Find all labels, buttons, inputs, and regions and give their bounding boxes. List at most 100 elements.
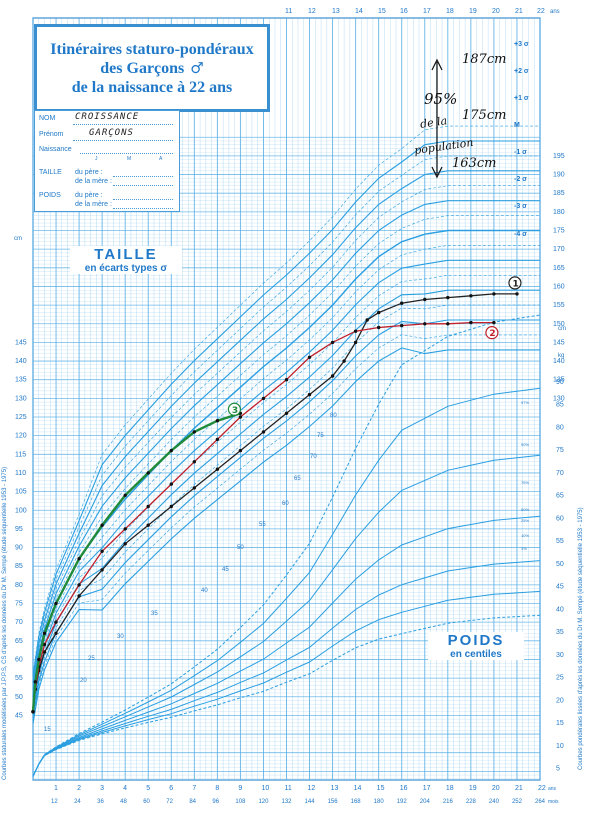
bottom-axis-month-tick: 216 [443, 799, 454, 805]
identity-box: NOM CROISSANCE Prénom GARÇONS Naissance … [34, 110, 180, 212]
nom-value: CROISSANCE [75, 112, 140, 122]
annotation-187: 187cm [462, 52, 507, 67]
right-height-tick: 150 [553, 321, 565, 328]
height-sd-curve [32, 170, 540, 684]
right-weight-unit: kg [558, 353, 564, 359]
series-line-2 [32, 321, 494, 712]
series-point-3 [31, 710, 35, 714]
height-sd-half-curve [32, 215, 540, 694]
series-point-1 [330, 374, 335, 378]
weight-centile-curves [32, 314, 541, 777]
top-axis-tick: 13 [332, 8, 340, 15]
left-axis-tick: 130 [15, 395, 27, 402]
series-point-2 [377, 325, 381, 330]
annotation-175: 175cm [462, 108, 507, 123]
left-axis-tick: 115 [15, 451, 26, 458]
inner-weight-label: 70 [310, 454, 317, 460]
bottom-axis-year-tick: 20 [492, 785, 500, 792]
inner-weight-label: 25 [88, 656, 95, 662]
weight-centile-curve [32, 454, 541, 777]
bottom-axis-month-tick: 132 [282, 799, 293, 805]
sd-label: -2 σ [514, 176, 527, 183]
right-height-tick: 175 [553, 228, 565, 235]
right-weight-tick: 70 [556, 470, 564, 477]
series-point-1 [492, 292, 496, 296]
bottom-axis-month-tick: 108 [235, 799, 246, 805]
right-height-tick: 185 [553, 190, 565, 197]
bottom-axis-year-tick: 8 [215, 785, 219, 792]
right-weight-tick: 55 [556, 538, 564, 545]
series-point-1 [100, 568, 104, 572]
poids-label: POIDS [39, 192, 61, 199]
centile-label: 25% [521, 518, 529, 523]
sd-label: +2 σ [514, 68, 529, 75]
left-axis-tick: 60 [15, 656, 23, 663]
series-point-3 [33, 680, 37, 684]
series-point-2 [284, 378, 289, 382]
series-point-1 [123, 542, 127, 546]
series-point-2 [330, 340, 335, 345]
sd-label: +3 σ [514, 41, 529, 48]
inner-weight-label: 45 [222, 567, 229, 573]
right-weight-tick: 45 [556, 584, 564, 591]
right-weight-tick: 85 [556, 402, 564, 409]
series-point-2 [469, 320, 473, 325]
inner-weight-label: 40 [201, 588, 208, 594]
bottom-axis-year-tick: 12 [308, 785, 316, 792]
right-weight-tick: 30 [556, 652, 564, 659]
left-axis-tick: 90 [15, 545, 23, 552]
bottom-axis-month-tick: 264 [535, 799, 546, 805]
left-axis-tick: 140 [15, 358, 27, 365]
sd-label: -3 σ [514, 203, 527, 210]
series-point-2 [261, 396, 266, 401]
height-sd-curves [32, 125, 540, 724]
height-sd-half-curve [32, 245, 540, 701]
inner-weight-label: 20 [80, 678, 87, 684]
bottom-axis-month-tick: 156 [328, 799, 339, 805]
right-weight-tick: 50 [556, 561, 564, 568]
series-point-2 [423, 322, 427, 326]
bottom-axis-month-tick: 60 [143, 799, 150, 805]
centile-label: 90% [521, 442, 529, 447]
chart-title-box: Itinéraires staturo-pondéraux des Garçon… [34, 24, 270, 112]
bottom-axis-year-tick: 7 [192, 785, 196, 792]
top-axis-tick: 20 [492, 8, 500, 15]
poids-pere-label: du père : [75, 192, 103, 199]
height-sd-curve [32, 200, 540, 691]
left-axis-tick: 95 [15, 526, 23, 533]
series-point-2 [169, 482, 173, 486]
left-axis-tick: 105 [15, 489, 27, 496]
title-line1: Itinéraires staturo-pondéraux [50, 40, 254, 58]
inner-weight-label: 30 [117, 634, 124, 640]
series-point-1 [353, 340, 358, 345]
series-point-1 [400, 301, 404, 305]
series-point-2 [77, 583, 81, 587]
series-point-2 [307, 355, 312, 359]
left-axis-tick: 100 [15, 507, 27, 514]
series-point-1 [238, 448, 243, 453]
series-point-1 [365, 318, 369, 322]
bottom-axis-month-tick: 120 [258, 799, 269, 805]
top-axis-tick: 14 [355, 8, 363, 15]
right-height-tick: 130 [553, 395, 565, 402]
weight-centile-curve [32, 387, 541, 777]
left-axis-tick: 75 [15, 601, 23, 608]
bottom-axis-year-tick: 14 [354, 785, 362, 792]
weight-centile-curve [32, 560, 541, 777]
bottom-axis-year-tick: 19 [469, 785, 477, 792]
series-label-ring-2 [485, 326, 499, 340]
right-weight-tick: 90 [556, 379, 564, 386]
series-point-1 [446, 295, 450, 300]
series-label-ring-3 [227, 402, 242, 416]
centile-label: 3% [521, 546, 527, 551]
right-height-tick: 170 [553, 246, 565, 253]
weight-centile-curve [32, 515, 541, 777]
bottom-axis-month-tick: 84 [189, 799, 196, 805]
right-weight-tick: 35 [556, 629, 564, 636]
taille-label: TAILLE [39, 169, 62, 176]
inner-weight-label: 35 [151, 611, 158, 617]
series-label-3: 3 [232, 406, 238, 416]
series-point-3 [37, 657, 41, 662]
series-point-2 [100, 549, 104, 553]
series-point-3 [42, 631, 47, 635]
